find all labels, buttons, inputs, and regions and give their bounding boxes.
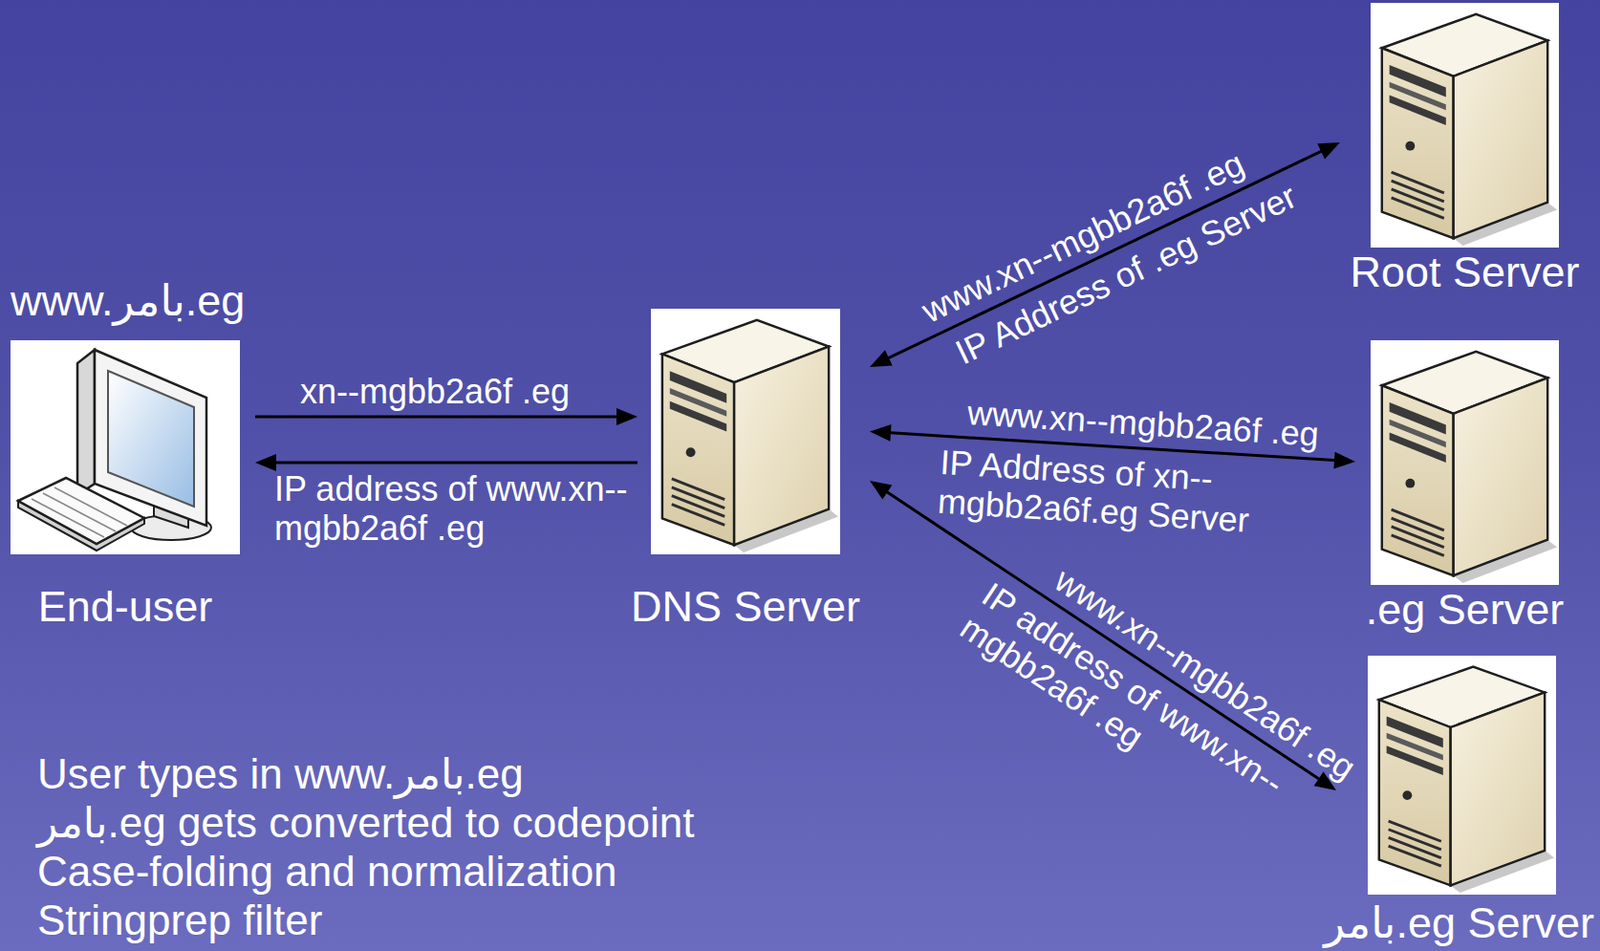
node-label: End-user — [38, 582, 214, 632]
caption-holder: DNS Server — [630, 582, 861, 632]
arrowhead — [1333, 452, 1356, 470]
edge-label: www.xn--mgbb2a6f .eg — [966, 392, 1320, 455]
connector — [255, 454, 638, 472]
server-node: بامر.eg Server — [1367, 655, 1557, 895]
server-icon — [1367, 655, 1557, 895]
step-list: User types in www.بامر.egبامر.eg gets co… — [37, 749, 694, 945]
arrowhead — [1317, 142, 1341, 160]
edge-label: xn--mgbb2a6f .eg — [300, 371, 570, 411]
server-node: .eg Server — [1370, 340, 1559, 585]
edge-label-holder: IP address of www.xn--mgbb2a6f .eg — [274, 468, 676, 548]
arrowhead — [616, 408, 638, 426]
server-node: DNS Server — [650, 308, 841, 555]
node-label: DNS Server — [630, 582, 861, 632]
arrowhead — [869, 349, 893, 368]
typed-address: www.بامر.eg — [10, 276, 245, 326]
edge-label-holder: www.xn--mgbb2a6f .eg — [966, 392, 1320, 455]
node-label: .eg Server — [1365, 584, 1565, 635]
caption-holder: End-user — [38, 582, 214, 632]
connector — [869, 142, 1341, 368]
caption-holder: .eg Server — [1365, 584, 1565, 635]
edge-label-holder: IP Address of xn--mgbb2a6f.eg Server — [935, 442, 1341, 547]
step-text: User types in www.بامر.eg — [37, 749, 694, 799]
edge-label-holder: xn--mgbb2a6f .eg — [300, 371, 570, 411]
edge-label: IP Address of xn--mgbb2a6f.eg Server — [935, 442, 1341, 547]
edge-label: IP address of www.xn--mgbb2a6f .eg — [274, 468, 676, 548]
end-user-node: www.بامر.egEnd-user — [10, 340, 240, 555]
caption-holder: www.بامر.eg — [10, 276, 245, 326]
server-icon — [1370, 340, 1559, 585]
computer-icon — [10, 340, 240, 555]
arrowhead — [869, 480, 892, 500]
step-text: بامر.eg gets converted to codepoint — [37, 798, 694, 847]
step-text: Case-folding and normalization — [37, 846, 694, 896]
arrowhead — [869, 424, 892, 442]
server-icon — [1370, 2, 1559, 248]
node-label: Root Server — [1349, 247, 1579, 298]
node-label: بامر.eg Server — [1323, 898, 1595, 949]
caption-holder: Root Server — [1349, 247, 1579, 298]
connector-line — [272, 460, 638, 464]
caption-holder: بامر.eg Server — [1323, 898, 1595, 949]
arrowhead — [255, 454, 277, 472]
connector-line — [885, 150, 1325, 360]
server-icon — [650, 308, 841, 555]
connector-line — [255, 414, 621, 418]
server-node: Root Server — [1370, 2, 1559, 248]
step-text: Stringprep filter — [37, 895, 694, 945]
